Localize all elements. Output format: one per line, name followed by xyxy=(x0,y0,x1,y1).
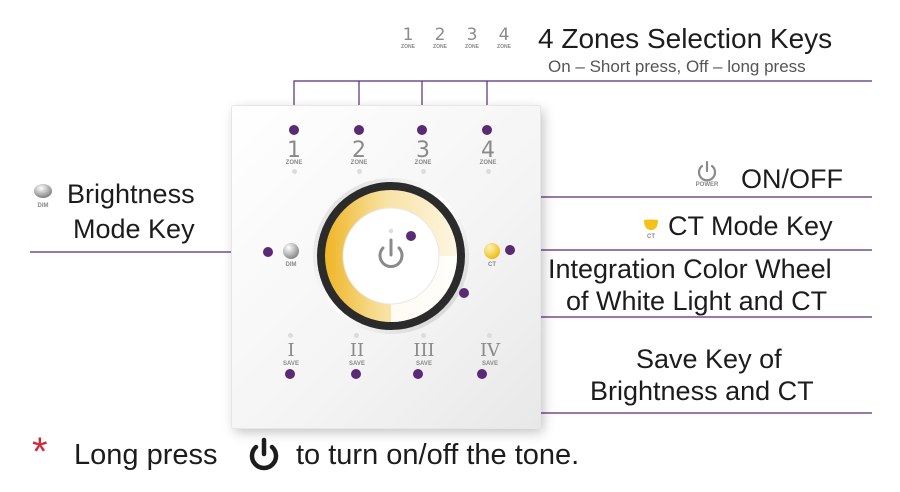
save-label-line1: Save Key of xyxy=(636,344,782,374)
save-callout-dot xyxy=(351,369,361,379)
save-key-label: I xyxy=(287,340,295,361)
save-callout-dot xyxy=(413,369,423,379)
brightness-label-line2: Mode Key xyxy=(73,214,195,244)
ct-sublabel: CT xyxy=(488,262,496,268)
zone-sublabel: ZONE xyxy=(414,160,432,166)
ct-callout-dot xyxy=(505,245,515,255)
save-label-line2: Brightness and CT xyxy=(590,376,814,406)
power-indicator-led xyxy=(388,228,394,234)
zone-sublabel: ZONE xyxy=(285,160,303,166)
zone-indicator-led xyxy=(357,169,362,174)
save-key-label: II xyxy=(349,340,365,361)
zone-callout-dot xyxy=(289,125,299,135)
zone-indicator-led xyxy=(486,169,491,174)
dim-legend-sublabel: DIM xyxy=(37,203,49,209)
zone-callout-dot xyxy=(417,125,427,135)
wheel-callout-dot xyxy=(459,288,469,298)
header-zone-key-4: 4 xyxy=(498,25,510,45)
save-sublabel: SAVE xyxy=(283,361,299,367)
color-wheel[interactable] xyxy=(311,176,471,336)
note-text-before: Long press xyxy=(74,439,218,471)
dim-sublabel: DIM xyxy=(285,262,297,268)
header-zone-key-2: 2 xyxy=(434,25,446,45)
color-wheel-label-line1: Integration Color Wheel xyxy=(548,254,832,284)
header-zone-key-1: 1 xyxy=(402,25,414,45)
color-wheel-label-line2: of White Light and CT xyxy=(566,286,828,316)
dim-legend-icon xyxy=(34,184,52,198)
save-callout-dot xyxy=(477,369,487,379)
zone-callout-dot xyxy=(482,125,492,135)
dim-callout-dot xyxy=(263,247,273,257)
zone-key-label: 2 xyxy=(352,138,366,163)
asterisk-icon: * xyxy=(32,430,48,474)
zone-key-label: 4 xyxy=(481,138,495,163)
save-sublabel: SAVE xyxy=(416,361,432,367)
power-icon xyxy=(249,437,279,471)
header-zone-sublabel: ZONE xyxy=(433,44,447,50)
brightness-label-line1: Brightness xyxy=(67,179,195,209)
power-icon xyxy=(378,238,404,268)
ct-mode-label: CT Mode Key xyxy=(668,211,833,241)
header-zone-sublabel: ZONE xyxy=(497,44,511,50)
dim-button-icon xyxy=(283,243,299,259)
ct-button-icon xyxy=(484,243,500,259)
header-zone-sublabel: ZONE xyxy=(465,44,479,50)
save-indicator-led xyxy=(288,333,293,338)
save-sublabel: SAVE xyxy=(482,361,498,367)
zone-selection-subtitle: On – Short press, Off – long press xyxy=(548,57,806,76)
save-indicator-led xyxy=(487,333,492,338)
on-off-label: ON/OFF xyxy=(741,164,843,194)
zone-selection-title: 4 Zones Selection Keys xyxy=(538,23,833,54)
ct-legend-icon xyxy=(644,219,658,230)
save-sublabel: SAVE xyxy=(349,361,365,367)
zone-key-label: 3 xyxy=(416,138,430,163)
zone-indicator-led xyxy=(292,169,297,174)
zone-key-label: 1 xyxy=(287,138,301,163)
save-key-label: III xyxy=(413,340,435,361)
zone-indicator-led xyxy=(421,169,426,174)
note-text-after: to turn on/off the tone. xyxy=(296,439,580,471)
header-zone-sublabel: ZONE xyxy=(401,44,415,50)
save-indicator-led xyxy=(354,333,359,338)
header-zone-key-3: 3 xyxy=(466,25,478,45)
power-callout-dot xyxy=(406,231,416,241)
zone-sublabel: ZONE xyxy=(479,160,497,166)
ct-legend-sublabel: CT xyxy=(647,234,655,240)
save-callout-dot xyxy=(285,369,295,379)
power-legend-icon xyxy=(697,160,717,182)
power-legend-sublabel: POWER xyxy=(695,182,719,188)
save-indicator-led xyxy=(421,333,426,338)
save-key-label: IV xyxy=(479,340,501,361)
zone-callout-dot xyxy=(354,125,364,135)
zone-sublabel: ZONE xyxy=(350,160,368,166)
